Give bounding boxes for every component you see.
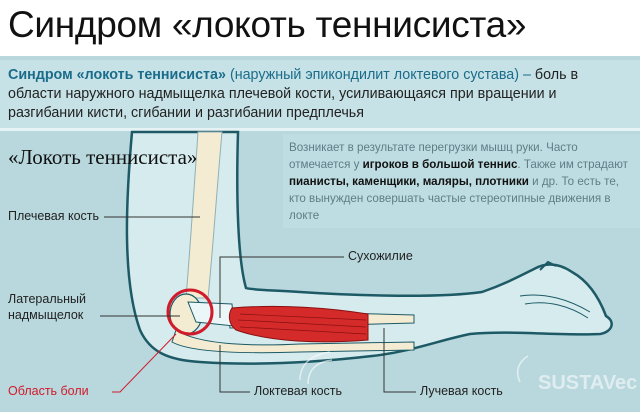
note-text-3: и др. То есть те, кто вынужден совершать… [289,175,620,222]
note-text-1: Возникает в результате перегрузки мышц р… [289,141,578,171]
label-ulna: Локтевая кость [254,384,343,398]
label-epicondyle-line1: Латеральный [8,292,86,306]
cause-note-text: Возникает в результате перегрузки мышц р… [289,139,634,224]
watermark: SUSTAVec [538,372,638,394]
arm-outline [125,130,613,365]
label-pain-area: Область боли [8,384,89,398]
label-humerus: Плечевая кость [8,209,100,223]
note-bold-tennis: игроков в большой теннис [362,158,518,171]
label-tendon: Сухожилие [348,249,413,263]
diagram-subtitle: «Локоть теннисиста» [8,145,198,169]
definition-term: Синдром «локоть теннисиста» [8,67,226,83]
definition-parenthetical: (наружный эпикондилит локтевого сустава)… [229,67,531,83]
definition-description: боль в области наружного надмыщелка плеч… [8,67,579,121]
pain-area-circle [166,288,214,336]
label-epicondyle-line2: надмыщелок [8,308,84,322]
note-bold-professions: пианисты, каменщики, маляры, плотники [289,175,529,188]
cause-note-box: Возникает в результате перегрузки мышц р… [283,134,640,228]
watermark-logo-icon [299,351,529,385]
label-radius: Лучевая кость [420,384,503,398]
note-text-2: . Также им страдают [517,158,628,171]
definition-box: Синдром «локоть теннисиста» (наружный эп… [0,60,640,131]
definition-text: Синдром «локоть теннисиста» (наружный эп… [8,66,628,123]
header-band: Синдром «локоть теннисиста» [0,0,640,56]
page-title: Синдром «локоть теннисиста» [8,4,527,45]
ulna-bone [171,329,415,354]
